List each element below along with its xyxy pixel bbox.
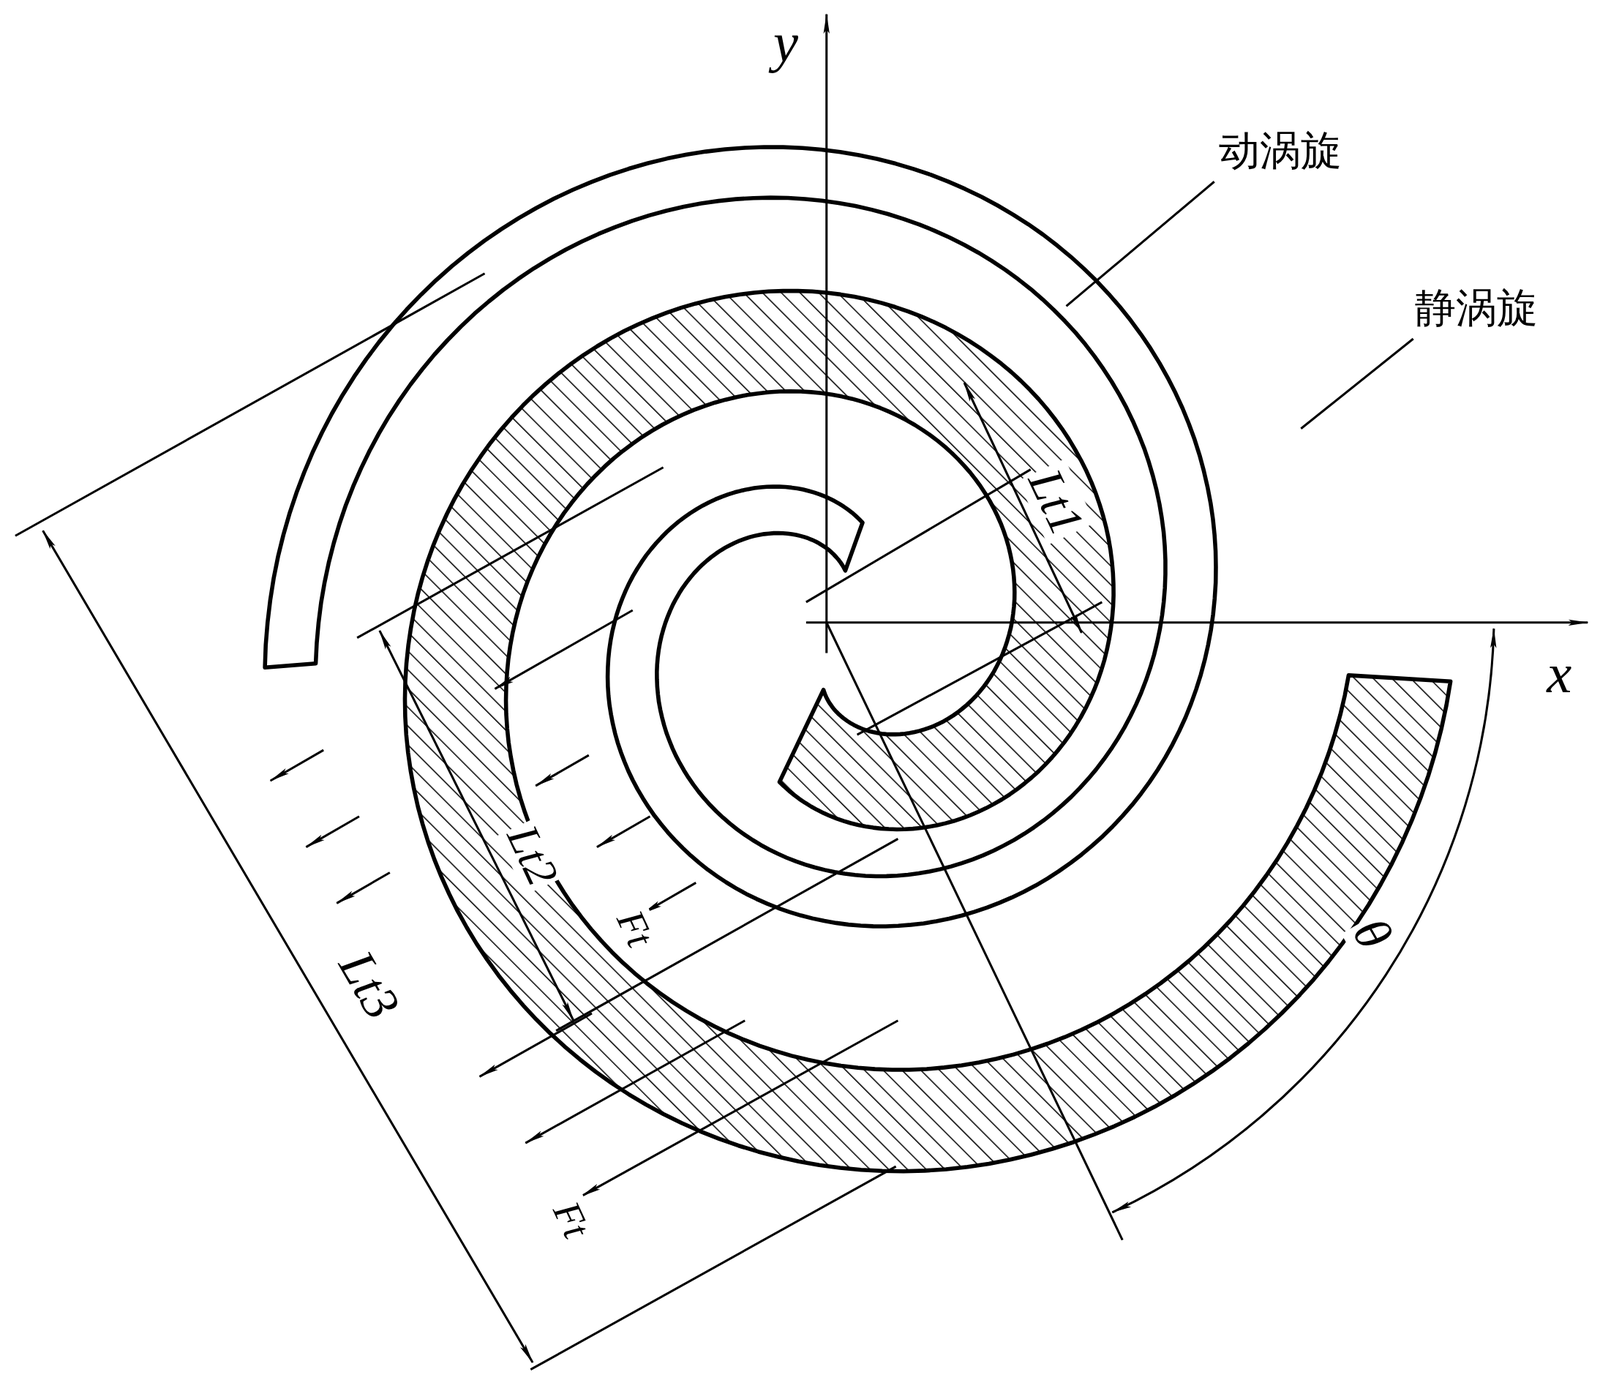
y-axis bbox=[825, 14, 828, 654]
force-arrow bbox=[643, 882, 697, 914]
axis-label: x bbox=[1546, 645, 1572, 702]
force-arrow bbox=[596, 816, 651, 848]
force-arrow bbox=[336, 872, 390, 903]
extension-line bbox=[806, 469, 1031, 603]
part-name: 静涡旋 bbox=[1414, 287, 1538, 329]
x-axis bbox=[806, 621, 1588, 624]
force-arrow bbox=[581, 1020, 898, 1197]
dimension-line bbox=[43, 530, 533, 1363]
axis-label: y bbox=[773, 14, 799, 71]
fixed-scroll bbox=[264, 147, 1216, 927]
extension-line bbox=[556, 838, 898, 1031]
extension-line bbox=[857, 602, 1103, 735]
extension-line bbox=[357, 467, 663, 638]
angle-arc bbox=[1112, 628, 1494, 1213]
dimension-label: Lt3 bbox=[327, 939, 412, 1031]
dimension-line bbox=[379, 630, 574, 1021]
force-arrow bbox=[270, 749, 325, 781]
dimension-label: Ft bbox=[607, 901, 663, 956]
extension-line bbox=[530, 1166, 896, 1370]
extension-line bbox=[15, 273, 486, 536]
force-arrow bbox=[479, 1013, 592, 1077]
orbiting-scroll bbox=[404, 291, 1451, 1172]
force-arrow bbox=[305, 816, 360, 848]
leader-line bbox=[1066, 181, 1215, 306]
force-arrow bbox=[535, 755, 589, 786]
angle-line bbox=[826, 622, 1123, 1241]
force-arrow bbox=[494, 610, 633, 689]
leader-line bbox=[1300, 338, 1413, 429]
dimension-label: Ft bbox=[544, 1192, 600, 1247]
part-name: 动涡旋 bbox=[1218, 130, 1342, 172]
